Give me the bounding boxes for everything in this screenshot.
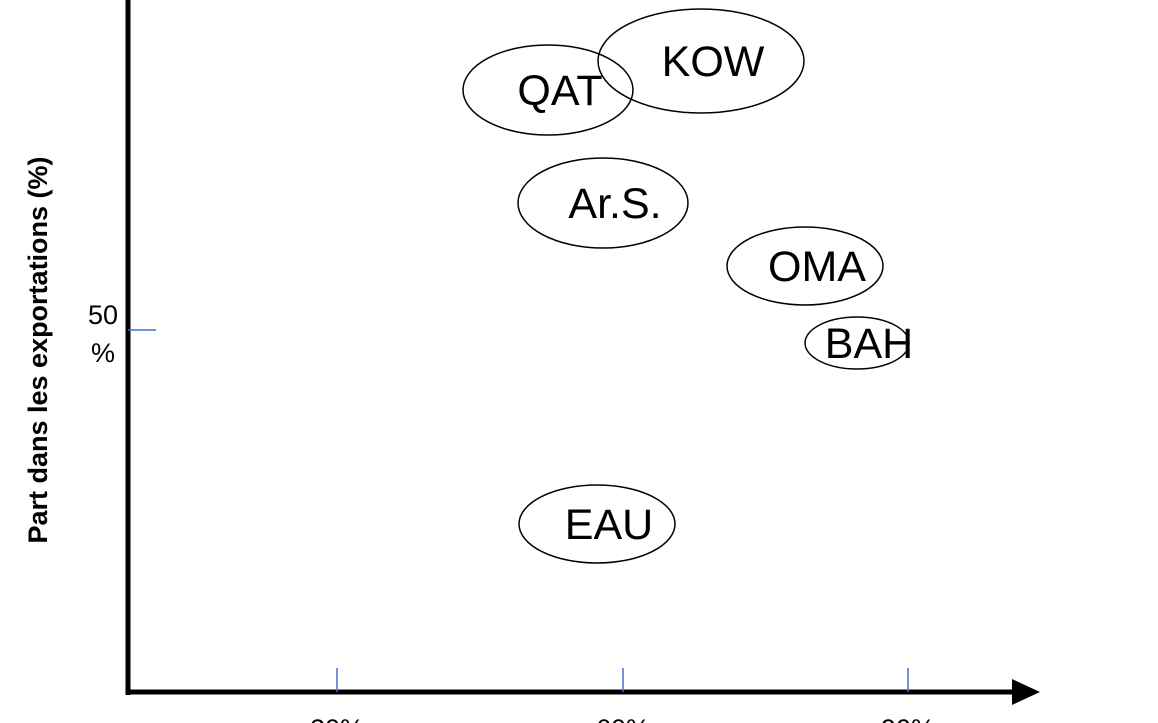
x-tick-label: 90% [881, 714, 935, 723]
bubble-kow: KOW [597, 8, 805, 114]
y-axis-label: Part dans les exportations (%) [23, 156, 53, 543]
bubble-label: EAU [565, 501, 653, 549]
bubble-oma: OMA [726, 226, 884, 306]
bubble-ars: Ar.S. [517, 157, 689, 249]
bubble-label: KOW [662, 38, 765, 86]
y-ticks: 50% [88, 300, 156, 368]
bubble-ellipse [518, 484, 676, 564]
bubble-label: BAH [825, 320, 913, 368]
x-ticks: 20% 60% 90% [310, 668, 935, 723]
bubble-label: QAT [517, 67, 602, 115]
bubble-label: OMA [768, 243, 866, 291]
y-tick-label: % [91, 338, 115, 368]
bubble-qat: QAT [462, 44, 634, 136]
bubble-ellipse [462, 44, 634, 136]
bubble-ellipse [597, 8, 805, 114]
bubble-ellipse [726, 226, 884, 306]
bubble-eau: EAU [518, 484, 676, 564]
x-tick-label: 60% [596, 714, 650, 723]
y-tick-label: 50 [88, 300, 118, 330]
x-tick-label: 20% [310, 714, 364, 723]
bubble-bah: BAH [804, 316, 913, 370]
x-axis-arrowhead [1012, 679, 1040, 705]
bubble-ellipse [804, 316, 910, 370]
bubble-ellipse [517, 157, 689, 249]
bubble-label: Ar.S. [568, 180, 661, 228]
axes [125, 0, 1040, 705]
bubbles: QAT KOW Ar.S. OMA BAH EAU [462, 8, 913, 564]
